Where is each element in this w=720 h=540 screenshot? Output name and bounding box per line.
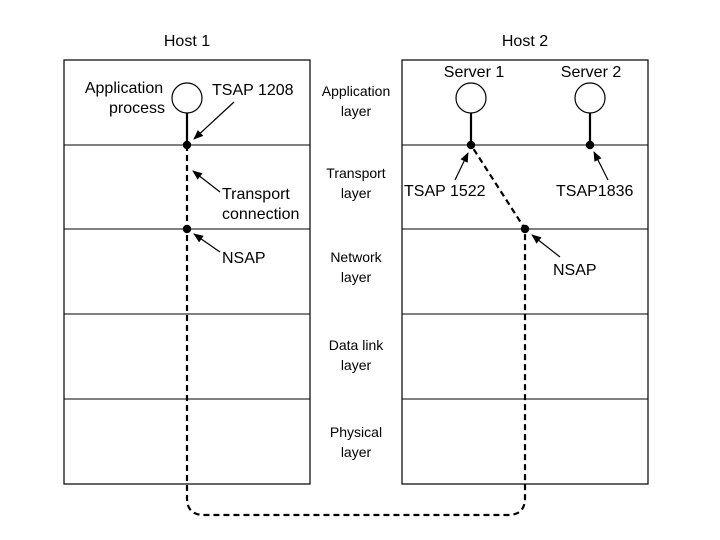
layer-application-line2: layer bbox=[341, 103, 372, 119]
host2-nsap-label: NSAP bbox=[553, 262, 597, 279]
host2-server2-label: Server 2 bbox=[561, 64, 622, 81]
layer-transport-line2: layer bbox=[341, 185, 372, 201]
host2-tsap1-label: TSAP 1522 bbox=[404, 183, 486, 200]
host1-application-process-icon bbox=[171, 82, 203, 114]
host2-tsap1-dot bbox=[466, 140, 476, 150]
host2-tsap2-arrow bbox=[593, 151, 609, 181]
host2-server1-label: Server 1 bbox=[444, 64, 505, 81]
host2-tsap2-label: TSAP1836 bbox=[556, 183, 633, 200]
host1-title: Host 1 bbox=[164, 33, 210, 50]
layer-physical-line2: layer bbox=[341, 444, 372, 460]
layer-network-line1: Network bbox=[330, 249, 382, 265]
layer-physical-line1: Physical bbox=[330, 424, 382, 440]
host1-app-process-label-line2: process bbox=[109, 100, 165, 117]
layer-transport-line1: Transport bbox=[326, 165, 386, 181]
host1-nsap-arrow bbox=[193, 233, 221, 253]
host1-transport-connection-arrow bbox=[192, 170, 221, 193]
host2-nsap-dot bbox=[520, 224, 530, 234]
host1-nsap-dot bbox=[182, 224, 192, 234]
host1-transport-connection-label-line1: Transport bbox=[222, 186, 290, 203]
layer-datalink-line1: Data link bbox=[329, 337, 384, 353]
host2-server2-icon bbox=[574, 82, 606, 114]
host1-tsap-arrow bbox=[193, 101, 235, 140]
transport-connection-path bbox=[185, 144, 527, 517]
layer-network-line2: layer bbox=[341, 269, 372, 285]
host2-stack bbox=[401, 59, 649, 485]
host1-tsap-label: TSAP 1208 bbox=[212, 82, 294, 99]
host1-transport-connection-label-line2: connection bbox=[222, 206, 299, 223]
host2-server1-icon bbox=[455, 82, 487, 114]
host1-tsap-dot bbox=[182, 140, 192, 150]
host2-nsap-arrow bbox=[531, 234, 561, 258]
layer-labels: Application layer Transport layer Networ… bbox=[322, 83, 391, 460]
layer-datalink-line2: layer bbox=[341, 357, 372, 373]
host1-nsap-label: NSAP bbox=[222, 250, 266, 267]
host1-stack bbox=[63, 59, 311, 485]
layer-application-line1: Application bbox=[322, 83, 391, 99]
host1-app-process-label-line1: Application bbox=[85, 80, 163, 97]
host2-tsap2-dot bbox=[585, 140, 595, 150]
host2-title: Host 2 bbox=[502, 33, 548, 50]
host2-tsap1-arrow bbox=[454, 152, 469, 181]
